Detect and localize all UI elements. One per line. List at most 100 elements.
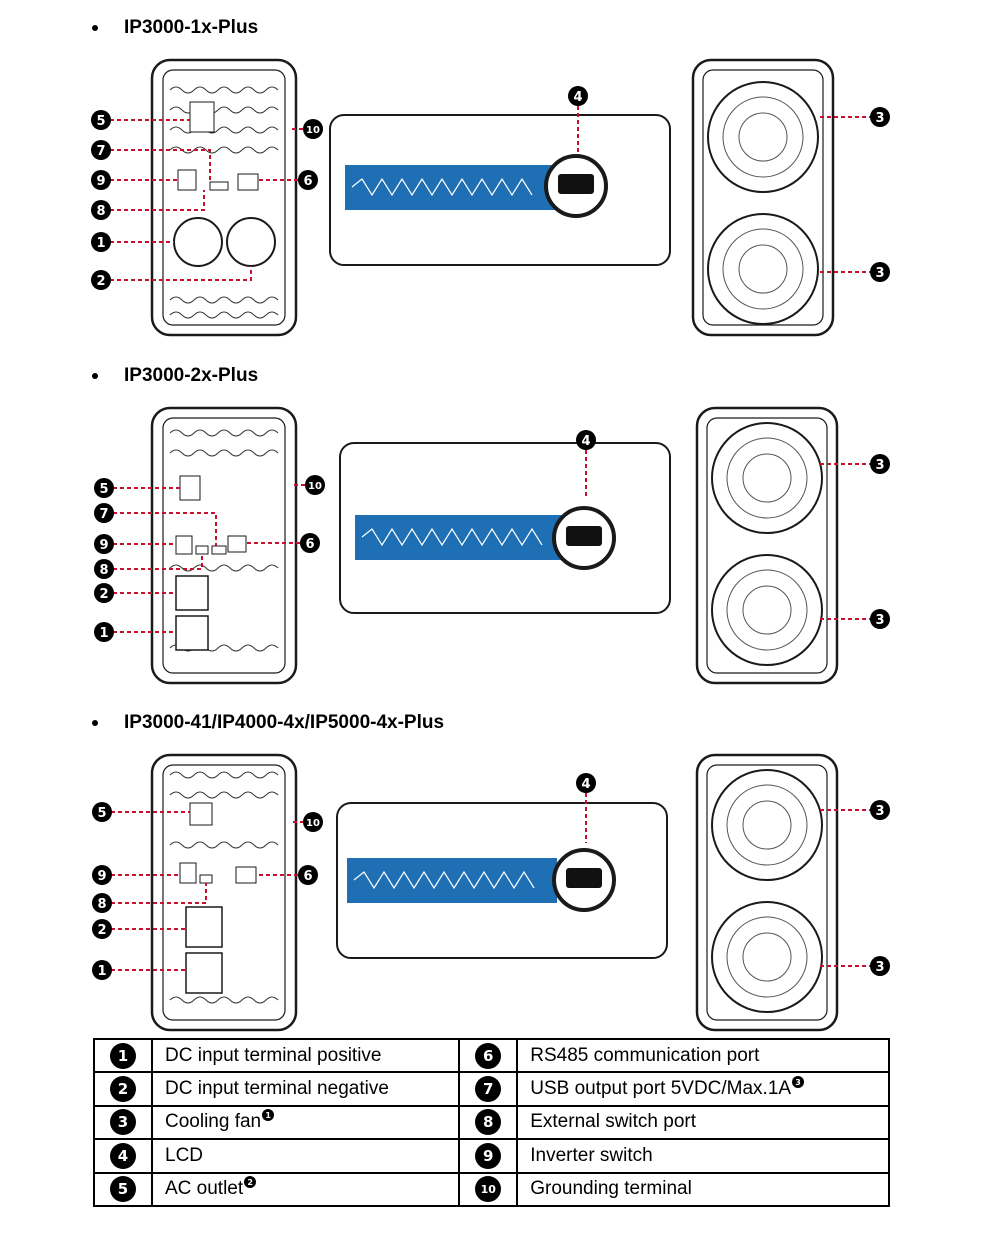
legend-number: 2 — [110, 1076, 136, 1103]
svg-text:4: 4 — [581, 434, 590, 449]
svg-text:2: 2 — [97, 923, 106, 938]
fan-end-view — [691, 58, 835, 337]
inverter-side-view — [329, 114, 671, 266]
callout-6: 6 — [298, 170, 318, 190]
callout-10: 10 — [303, 812, 323, 832]
svg-text:7: 7 — [99, 507, 108, 522]
svg-text:3: 3 — [875, 266, 884, 281]
callout-7: 7 — [91, 140, 111, 160]
svg-text:3: 3 — [875, 613, 884, 628]
diagram-2x: 5 7 9 8 2 1 6 10 4 3 3 — [94, 406, 890, 685]
section-title: IP3000-41/IP4000-4x/IP5000-4x-Plus — [124, 712, 445, 733]
svg-text:8: 8 — [96, 204, 105, 219]
callout-5: 5 — [91, 110, 111, 130]
fan-end-view — [695, 753, 839, 1032]
footnote-marker: 2 — [244, 1176, 257, 1189]
footnote-marker: 1 — [262, 1109, 275, 1122]
callout-2: 2 — [91, 270, 111, 290]
diagram-4x: 5 9 8 2 1 6 10 4 3 3 — [92, 753, 890, 1032]
svg-text:5: 5 — [97, 806, 106, 821]
svg-text:7: 7 — [96, 144, 105, 159]
legend-number: 8 — [475, 1109, 502, 1136]
callout-9: 9 — [92, 865, 112, 885]
legend-number: 3 — [110, 1109, 136, 1136]
svg-text:6: 6 — [303, 174, 312, 189]
section-ip3000-2x: 5 7 9 8 2 1 6 10 4 3 3 — [0, 398, 982, 688]
bullet-icon — [92, 373, 98, 379]
callout-3: 3 — [870, 262, 890, 282]
legend-label: USB output port 5VDC/Max.1A — [530, 1078, 792, 1100]
legend-label: DC input terminal negative — [165, 1078, 389, 1100]
legend-label: AC outlet — [165, 1178, 244, 1200]
dc-panel-view — [150, 753, 298, 1032]
section-ip3000-4x: 5 9 8 2 1 6 10 4 3 3 — [0, 745, 982, 1035]
diagram-1x: 5 7 9 8 1 2 6 10 4 3 3 — [91, 58, 890, 337]
svg-text:9: 9 — [97, 869, 106, 884]
svg-text:3: 3 — [875, 804, 884, 819]
callout-4: 4 — [576, 773, 596, 793]
callout-3: 3 — [870, 609, 890, 629]
svg-text:8: 8 — [99, 563, 108, 578]
svg-text:9: 9 — [96, 174, 105, 189]
callout-8: 8 — [92, 893, 112, 913]
svg-text:3: 3 — [875, 960, 884, 975]
callout-5: 5 — [92, 802, 112, 822]
callout-9: 9 — [94, 534, 114, 554]
svg-text:3: 3 — [875, 111, 884, 126]
callout-4: 4 — [576, 430, 596, 450]
callout-3: 3 — [870, 800, 890, 820]
svg-text:4: 4 — [573, 90, 582, 105]
legend-label: LCD — [165, 1144, 204, 1166]
legend-number: 4 — [110, 1142, 136, 1169]
bullet-icon — [92, 25, 98, 31]
callout-9: 9 — [91, 170, 111, 190]
legend-label: Grounding terminal — [530, 1178, 692, 1200]
svg-text:6: 6 — [305, 537, 314, 552]
callout-8: 8 — [94, 559, 114, 579]
legend-number: 6 — [475, 1042, 502, 1069]
callout-3: 3 — [870, 956, 890, 976]
inverter-side-view — [336, 802, 668, 959]
inverter-side-view — [339, 442, 671, 614]
legend-number: 10 — [475, 1176, 502, 1203]
svg-text:2: 2 — [99, 587, 108, 602]
section-ip3000-1x: 5 7 9 8 1 2 6 10 4 3 3 — [0, 50, 982, 340]
svg-text:5: 5 — [99, 482, 108, 497]
legend-number: 1 — [110, 1042, 136, 1069]
svg-text:3: 3 — [875, 458, 884, 473]
legend-label: RS485 communication port — [530, 1044, 760, 1066]
callout-4: 4 — [568, 86, 588, 106]
legend-label: DC input terminal positive — [165, 1044, 382, 1066]
legend-label: External switch port — [530, 1111, 697, 1133]
svg-text:1: 1 — [97, 964, 106, 979]
callout-2: 2 — [94, 583, 114, 603]
bullet-icon — [92, 720, 98, 726]
callout-2: 2 — [92, 919, 112, 939]
callout-5: 5 — [94, 478, 114, 498]
svg-text:1: 1 — [96, 236, 105, 251]
footnote-marker: 3 — [792, 1076, 805, 1089]
svg-text:2: 2 — [96, 274, 105, 289]
svg-text:9: 9 — [99, 538, 108, 553]
dc-panel-view — [150, 406, 298, 685]
svg-text:8: 8 — [97, 897, 106, 912]
dc-panel-view — [150, 58, 298, 337]
callout-10: 10 — [303, 119, 323, 139]
callout-6: 6 — [298, 865, 318, 885]
section-heading-2: IP3000-2x-Plus — [92, 364, 258, 388]
callout-3: 3 — [870, 107, 890, 127]
section-heading-3: IP3000-41/IP4000-4x/IP5000-4x-Plus — [92, 711, 444, 735]
legend-label: Inverter switch — [530, 1144, 653, 1166]
svg-text:5: 5 — [96, 114, 105, 129]
legend-table: 1 DC input terminal positive 6 RS485 com… — [93, 1037, 890, 1207]
svg-text:10: 10 — [306, 818, 320, 829]
callout-1: 1 — [94, 622, 114, 642]
callout-1: 1 — [91, 232, 111, 252]
legend-number: 9 — [475, 1142, 502, 1169]
svg-text:6: 6 — [303, 869, 312, 884]
callout-10: 10 — [305, 475, 325, 495]
legend-number: 5 — [110, 1176, 136, 1203]
legend-number: 7 — [475, 1076, 502, 1103]
section-title: IP3000-1x-Plus — [124, 17, 259, 38]
